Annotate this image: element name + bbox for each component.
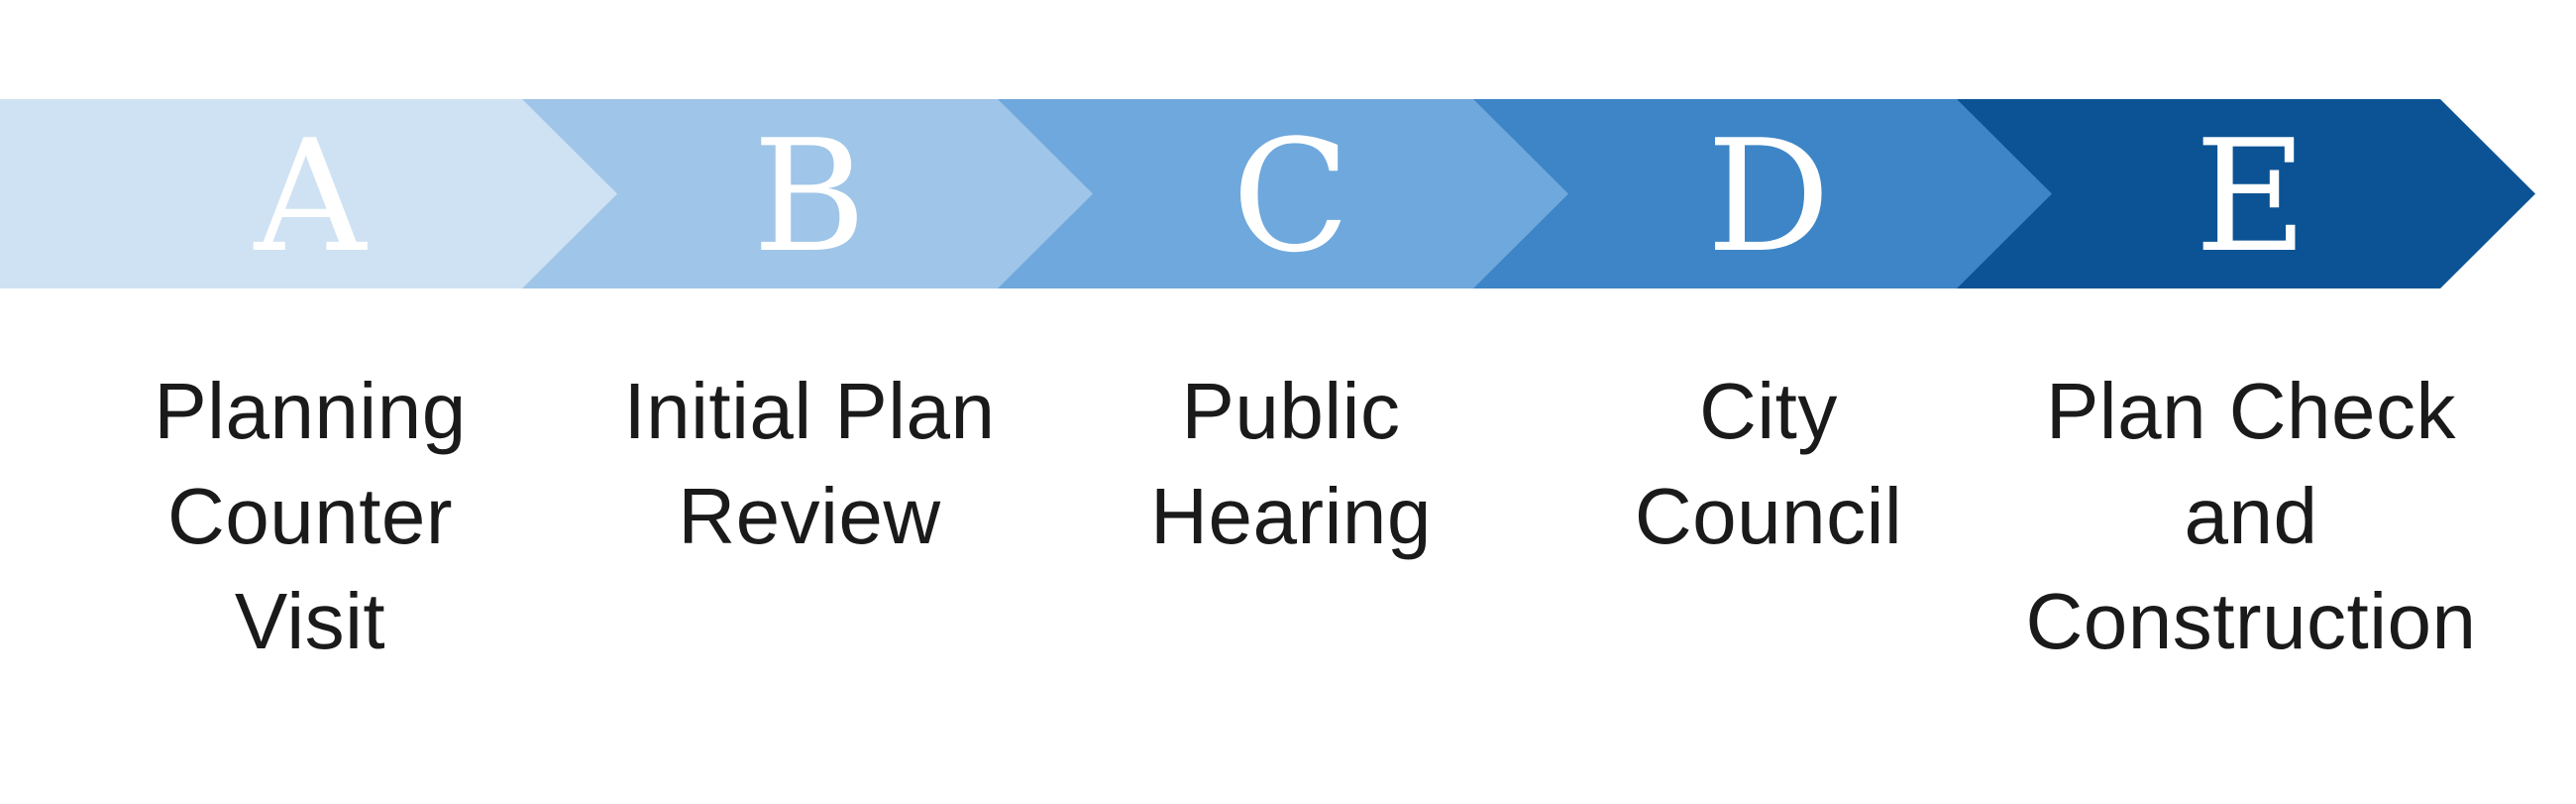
stage-e-label-line: and	[2184, 472, 2318, 560]
stage-b-label-line: Initial Plan	[623, 367, 996, 455]
stage-c-label-line: Public	[1181, 367, 1401, 455]
stage-b-letter: B	[753, 106, 867, 287]
stage-d-label-line: Council	[1634, 472, 1903, 560]
stage-e-chevron	[1957, 99, 2535, 288]
stage-e-label-line: Plan Check	[2045, 367, 2457, 455]
stage-e-letter: E	[2195, 106, 2308, 287]
stage-a-label-line: Counter	[166, 472, 454, 560]
stage-e-label-line: Construction	[2025, 577, 2477, 665]
stage-d-letter: D	[1706, 106, 1830, 287]
stage-d-chevron	[1473, 99, 2052, 288]
stage-c-chevron	[998, 99, 1568, 288]
stage-d-label-line: City	[1699, 367, 1838, 455]
stage-a-chevron	[0, 99, 617, 288]
stage-b-label-line: Review	[678, 472, 941, 560]
stage-c-label-line: Hearing	[1150, 472, 1432, 560]
stage-a-letter: A	[254, 106, 369, 287]
stage-a-label-line: Visit	[234, 577, 386, 665]
stage-c-letter: C	[1232, 106, 1349, 287]
stage-a-label-line: Planning	[154, 367, 467, 455]
stage-b-chevron	[522, 99, 1093, 288]
